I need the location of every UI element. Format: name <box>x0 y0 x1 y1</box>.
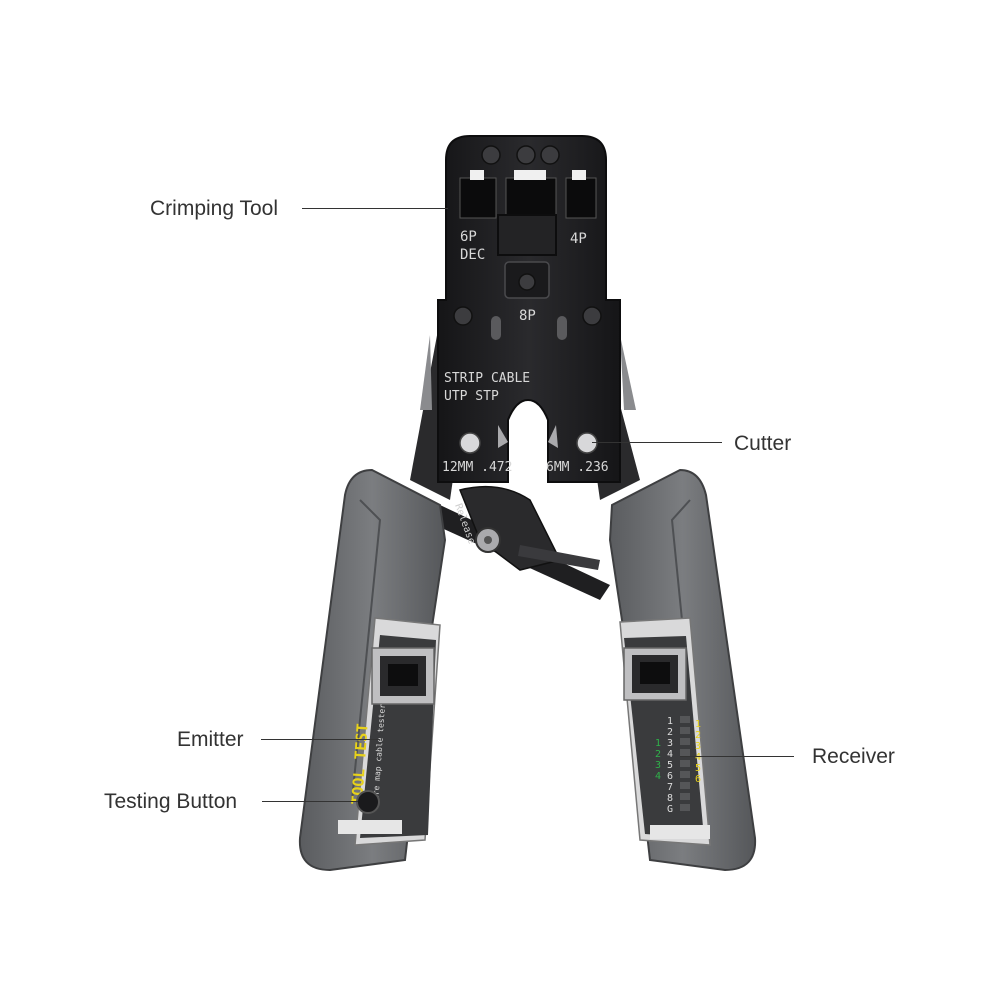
receiver-left-number: 3 <box>655 760 661 771</box>
receiver-right-number: 6 <box>695 774 701 785</box>
emitter-module: TOOL TEST Wire map cable tester <box>338 617 441 846</box>
receiver-led <box>680 793 690 800</box>
receiver-center-number: 8 <box>667 793 673 804</box>
label-testing-button: Testing Button <box>104 790 238 813</box>
marking-12mm: 12MM .472 <box>442 460 512 475</box>
label-crimping-tool: Crimping Tool <box>150 197 278 220</box>
receiver-right-number: 1 <box>695 719 701 730</box>
leader-cutter <box>592 442 722 443</box>
receiver-left-number: 1 <box>655 738 661 749</box>
label-cutter: Cutter <box>734 432 792 455</box>
receiver-led <box>680 727 690 734</box>
leader-emitter <box>261 739 379 740</box>
marking-8p: 8P <box>519 308 536 324</box>
marking-dec: DEC <box>460 247 485 263</box>
receiver-center-number: 6 <box>667 771 673 782</box>
leader-crimping-tool <box>302 208 448 209</box>
receiver-led <box>680 771 690 778</box>
testing-button[interactable] <box>356 790 380 814</box>
receiver-led <box>680 749 690 756</box>
marking-strip-cable: STRIP CABLE <box>444 371 530 386</box>
marking-6mm: 6MM .236 <box>546 460 609 475</box>
receiver-right-number: 5 <box>695 763 701 774</box>
receiver-center-number: 5 <box>667 760 673 771</box>
receiver-center-number: G <box>667 804 673 815</box>
marking-utp-stp: UTP STP <box>444 389 499 404</box>
emitter-brand-text: TOOL TEST <box>348 723 372 805</box>
marking-4p: 4P <box>570 231 587 247</box>
receiver-right-number: 3 <box>695 741 701 752</box>
receiver-center-number: 4 <box>667 749 673 760</box>
label-emitter: Emitter <box>177 728 244 751</box>
receiver-center-number: 3 <box>667 738 673 749</box>
receiver-left-number: 2 <box>655 749 661 760</box>
receiver-left-number: 4 <box>655 771 661 782</box>
leader-receiver <box>680 756 794 757</box>
crimping-head: 6P DEC 4P 8P STRIP CABLE UTP STP 12MM .4… <box>437 135 621 483</box>
receiver-led <box>680 782 690 789</box>
receiver-center-number: 1 <box>667 716 673 727</box>
receiver-led <box>680 716 690 723</box>
receiver-led <box>680 804 690 811</box>
receiver-center-number: 7 <box>667 782 673 793</box>
receiver-led <box>680 738 690 745</box>
receiver-right-number: 4 <box>695 752 701 763</box>
leader-testing-button <box>262 801 358 802</box>
marking-6p: 6P <box>460 229 477 245</box>
receiver-right-number: 2 <box>695 730 701 741</box>
label-receiver: Receiver <box>812 745 895 768</box>
receiver-center-number: 2 <box>667 727 673 738</box>
receiver-led <box>680 760 690 767</box>
ratchet-mechanism: Release <box>435 485 610 600</box>
